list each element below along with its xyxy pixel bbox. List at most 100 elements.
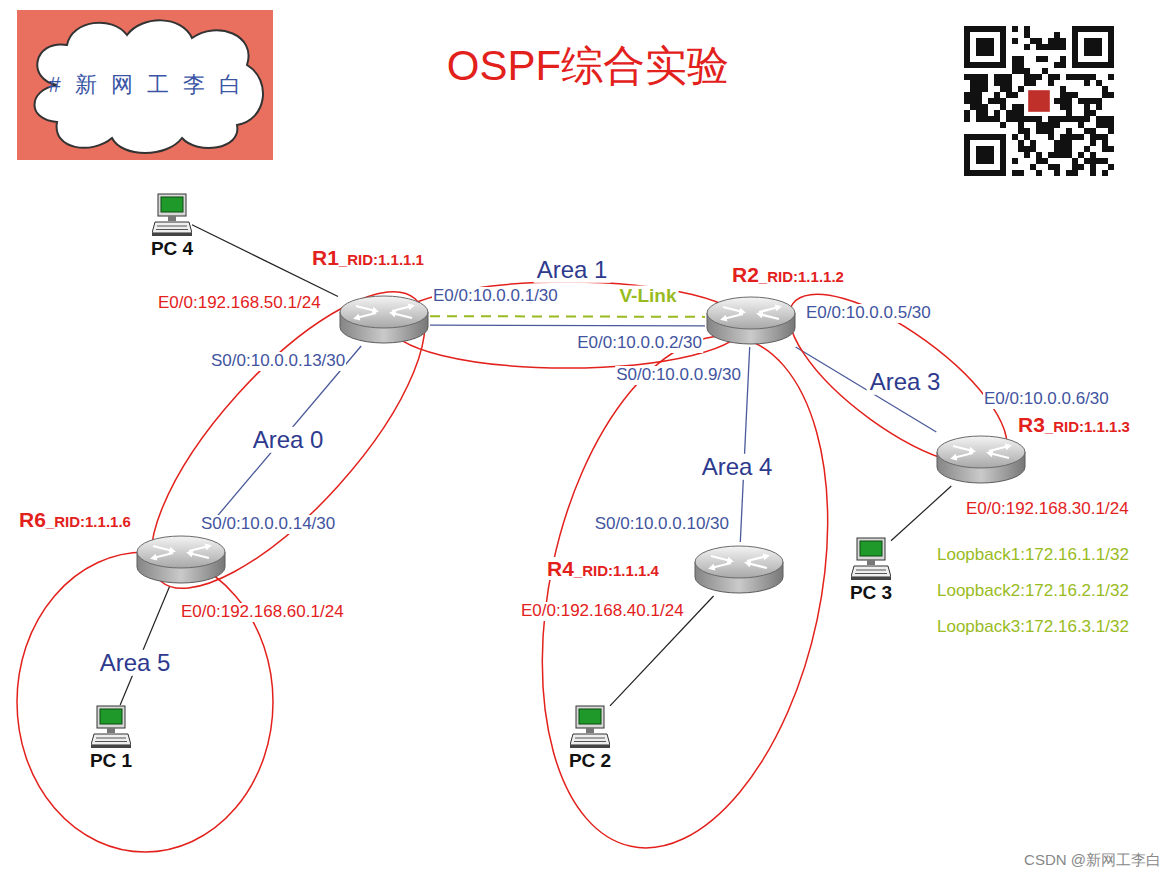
router-icon-part bbox=[150, 553, 173, 560]
qr-code-part bbox=[1018, 56, 1024, 62]
pc-icon-part bbox=[855, 573, 887, 574]
router-id: _RID:1.1.1.1 bbox=[339, 252, 424, 269]
interface-label: E0/0:10.0.0.5/30 bbox=[805, 304, 932, 323]
qr-code-part bbox=[1090, 128, 1096, 134]
qr-code-part bbox=[1012, 104, 1018, 110]
qr-code-part bbox=[1048, 116, 1054, 122]
area-label: Area 0 bbox=[250, 427, 327, 453]
router-name: R6 bbox=[19, 508, 46, 531]
qr-code-part bbox=[1078, 122, 1084, 128]
qr-code-part bbox=[1036, 170, 1042, 176]
qr-code-part bbox=[1036, 128, 1042, 134]
router-icon-part bbox=[353, 314, 360, 321]
qr-code-part bbox=[1096, 116, 1102, 122]
qr-code-part bbox=[1060, 134, 1066, 140]
qr-code-part bbox=[1096, 104, 1102, 110]
qr-code-part bbox=[1090, 164, 1096, 170]
qr-code-part bbox=[1054, 32, 1060, 38]
qr-code-part bbox=[1048, 164, 1054, 170]
qr-code-part bbox=[970, 32, 1000, 62]
interface-label: Loopback1:172.16.1.1/32 bbox=[936, 546, 1130, 565]
router-icon-part bbox=[937, 436, 1025, 468]
qr-code-part bbox=[1108, 92, 1114, 98]
router-icon bbox=[338, 292, 430, 346]
pc-icon bbox=[851, 537, 891, 581]
qr-code-part bbox=[1060, 104, 1066, 110]
qr-code-part bbox=[1036, 44, 1042, 50]
qr-code-part bbox=[1084, 98, 1090, 104]
pc-host: PC 4 bbox=[152, 193, 192, 237]
qr-code-part bbox=[976, 80, 982, 86]
qr-code-part bbox=[1066, 104, 1072, 110]
qr-code-part bbox=[976, 98, 982, 104]
qr-code-part bbox=[1096, 122, 1102, 128]
qr-code-part bbox=[1090, 98, 1096, 104]
qr-code-part bbox=[1048, 152, 1054, 158]
qr-code-part bbox=[1072, 158, 1078, 164]
pc-icon bbox=[91, 705, 131, 749]
link-line bbox=[430, 324, 705, 326]
router-label-row: R2_RID:1.1.1.2 bbox=[730, 263, 846, 286]
pc-host: PC 2 bbox=[570, 705, 610, 749]
qr-code-part bbox=[970, 74, 976, 80]
interface-label: E0/0:10.0.0.6/30 bbox=[983, 390, 1110, 409]
qr-code-part bbox=[1078, 32, 1108, 62]
router-node: R1_RID:1.1.1.1 bbox=[338, 292, 430, 346]
pc-icon-part bbox=[857, 538, 885, 560]
qr-code-part bbox=[1084, 74, 1090, 80]
qr-code-part bbox=[1048, 74, 1054, 80]
qr-code-part bbox=[970, 80, 976, 86]
qr-code-part bbox=[1012, 68, 1018, 74]
qr-code-part bbox=[1108, 74, 1114, 80]
qr-code-part bbox=[1006, 86, 1012, 92]
router-icon-part bbox=[759, 305, 782, 312]
qr-code-part bbox=[1054, 116, 1060, 122]
qr-code-part bbox=[982, 80, 988, 86]
qr-code-part bbox=[964, 116, 970, 122]
area-outline bbox=[0, 546, 301, 858]
qr-code-part bbox=[1048, 80, 1054, 86]
link-line bbox=[120, 586, 170, 705]
qr-code-part bbox=[1078, 98, 1084, 104]
qr-code-part bbox=[1030, 74, 1036, 80]
qr-code-part bbox=[1024, 146, 1030, 152]
router-node: R6_RID:1.1.1.6 bbox=[135, 532, 227, 586]
qr-code-part bbox=[1090, 140, 1096, 146]
qr-code-part bbox=[1102, 92, 1108, 98]
qr-code-part bbox=[1090, 110, 1096, 116]
interface-label: E0/0:192.168.50.1/24 bbox=[157, 294, 322, 313]
qr-code-part bbox=[1102, 116, 1108, 122]
qr-code-part bbox=[1030, 80, 1036, 86]
link-line bbox=[891, 486, 951, 541]
qr-code-part bbox=[1072, 170, 1078, 176]
qr-code-part bbox=[1000, 104, 1006, 110]
watermark: CSDN @新网工李白 bbox=[1023, 852, 1162, 869]
qr-code-part bbox=[1024, 32, 1030, 38]
qr-code-part bbox=[1090, 134, 1096, 140]
qr-code-part bbox=[1048, 44, 1054, 50]
qr-code-part bbox=[994, 92, 1000, 98]
qr-code-part bbox=[1012, 62, 1018, 68]
qr-code-part bbox=[1036, 74, 1042, 80]
interface-label: S0/0:10.0.0.13/30 bbox=[210, 352, 346, 371]
qr-code-part bbox=[1036, 56, 1042, 62]
pc-icon-part bbox=[97, 706, 125, 728]
qr-code-part bbox=[1024, 74, 1030, 80]
router-icon-part bbox=[205, 544, 212, 551]
interface-label: S0/0:10.0.0.14/30 bbox=[200, 515, 336, 534]
edge-label: V-Link bbox=[617, 286, 678, 307]
pc-icon-part bbox=[570, 734, 610, 745]
pc-host: PC 3 bbox=[851, 537, 891, 581]
qr-code-part bbox=[1060, 98, 1066, 104]
qr-code-part bbox=[1096, 80, 1102, 86]
link-line bbox=[204, 346, 361, 532]
qr-code-part bbox=[976, 86, 982, 92]
qr-code-part bbox=[964, 110, 970, 116]
pc-icon-part bbox=[586, 728, 594, 733]
qr-code-part bbox=[1048, 128, 1054, 134]
pc-label: PC 1 bbox=[90, 751, 132, 772]
qr-code-part bbox=[1024, 44, 1030, 50]
interface-label: Loopback2:172.16.2.1/32 bbox=[936, 582, 1130, 601]
qr-code-part bbox=[1066, 98, 1072, 104]
qr-code-part bbox=[1006, 116, 1012, 122]
